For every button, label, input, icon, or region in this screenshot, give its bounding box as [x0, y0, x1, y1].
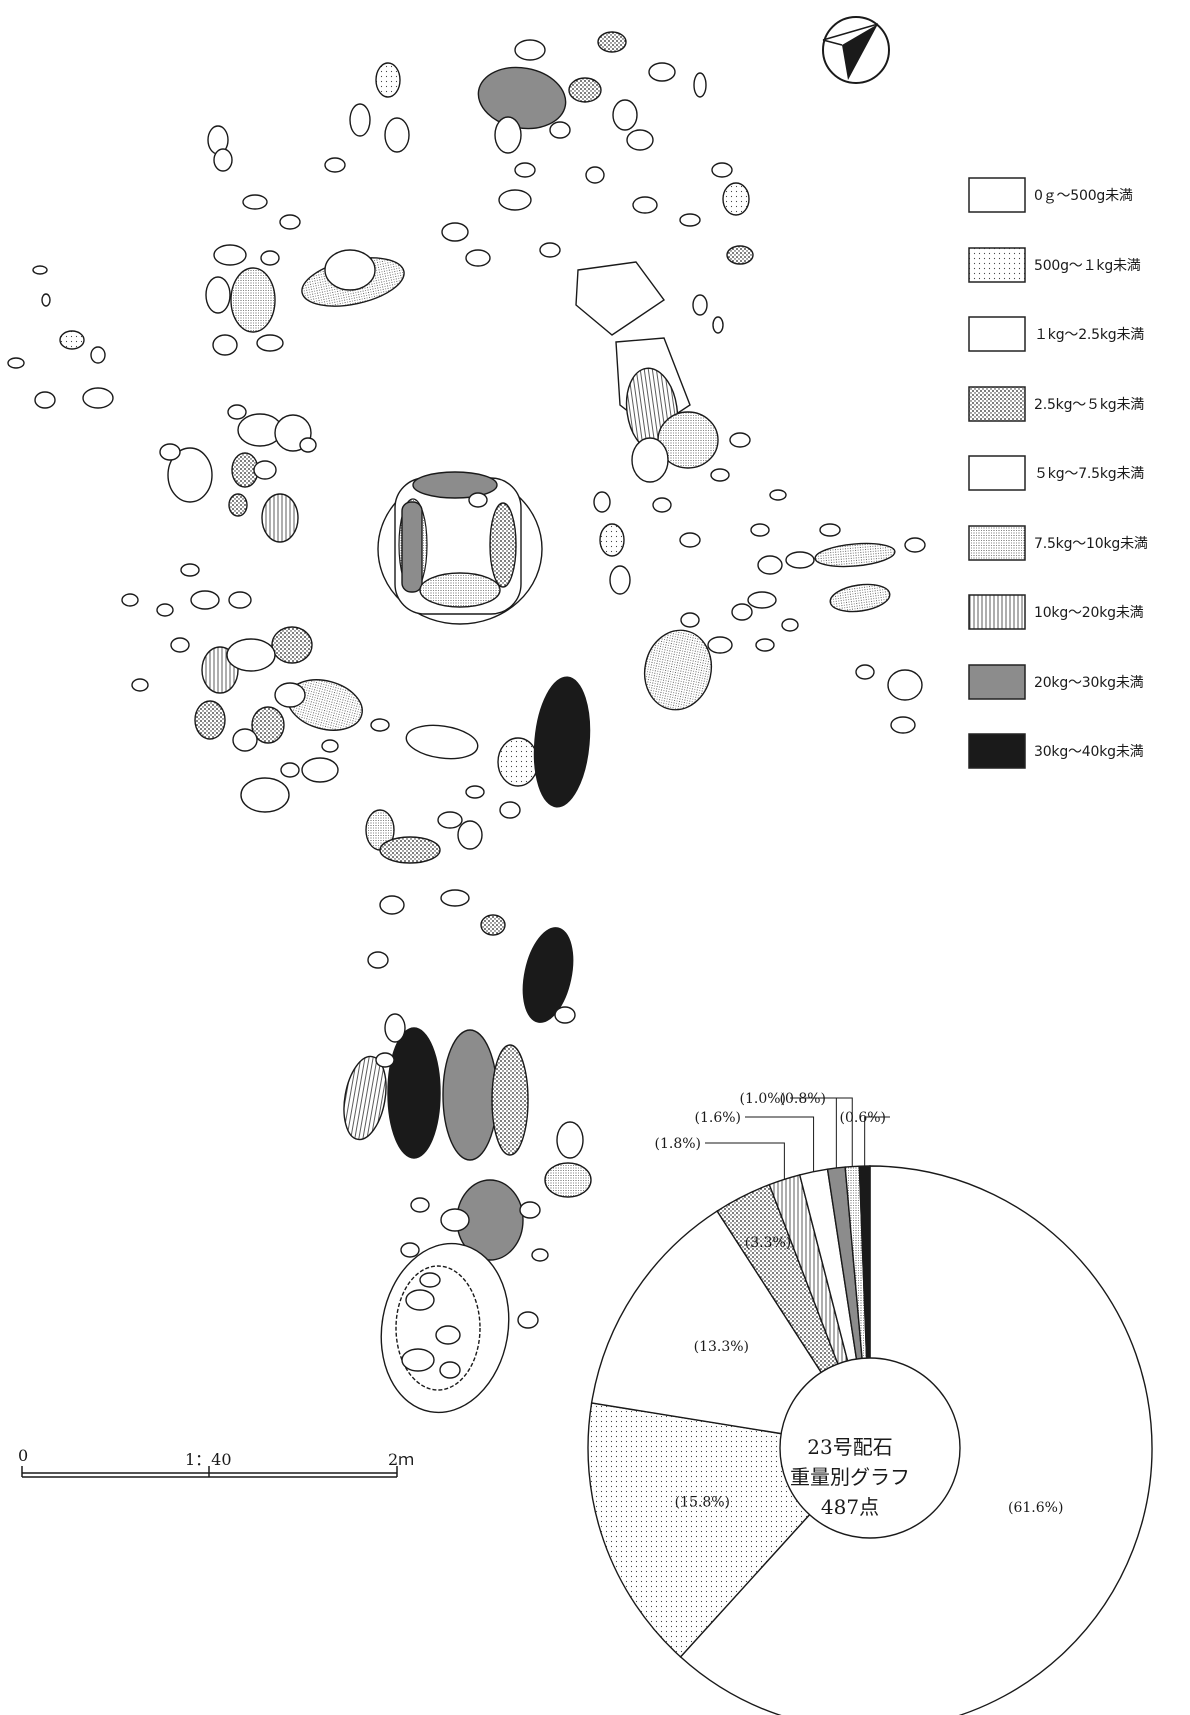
- legend-swatch: [968, 177, 1026, 213]
- pie-slice-label: (1.0%): [740, 1091, 787, 1107]
- legend-swatch: [968, 663, 1026, 700]
- pie-slice: [590, 1210, 872, 1449]
- pie-center-label: 23号配石 重量別グラフ 487点: [770, 1432, 930, 1522]
- pie-leader-line: [864, 1116, 890, 1167]
- legend-item: 20kg〜30kg未満: [968, 662, 1144, 702]
- legend-label: 0ｇ〜500g未満: [1034, 188, 1133, 204]
- stone-cluster: [7, 31, 926, 1414]
- legend-swatch: [968, 733, 1026, 769]
- weight-pie-chart: (61.6%) (15.8%) (13.3%) (3.3%) (1.8%) (1.6%) (…: [587, 1091, 1153, 1715]
- pie-slice-label: (0.6%): [840, 1110, 887, 1126]
- pie-slice-label: (1.6%): [695, 1110, 742, 1126]
- legend-swatch: [968, 316, 1026, 352]
- scale-end-label: 2ｍ: [388, 1450, 415, 1469]
- legend-swatch: [968, 246, 1026, 283]
- scale-ratio-label: 1：40: [185, 1450, 232, 1469]
- legend-item: 0ｇ〜500g未満: [968, 175, 1133, 215]
- pie-leader-line: [745, 1116, 815, 1172]
- pie-leader-line: [830, 1097, 853, 1167]
- legend-label: ５kg〜7.5kg未満: [1034, 466, 1145, 482]
- scale-bar-line: [21, 1466, 398, 1478]
- legend-label: 20kg〜30kg未満: [1034, 674, 1144, 691]
- pie-center-hole: [779, 1357, 961, 1539]
- pie-center-subtitle: 重量別グラフ: [790, 1465, 910, 1489]
- legend-item: １kg〜2.5kg未満: [968, 314, 1144, 354]
- pie-slice-label: (13.3%): [694, 1339, 749, 1355]
- pie-leader-line: [705, 1142, 785, 1180]
- legend-item: 500g〜１kg未満: [968, 245, 1141, 285]
- legend-item: 30kg〜40kg未満: [968, 731, 1144, 771]
- legend-label: 500g〜１kg未満: [1034, 257, 1141, 274]
- pie-slice-label: (61.6%): [1008, 1500, 1063, 1516]
- pie-slice-label: (0.8%): [780, 1091, 827, 1107]
- legend-label: １kg〜2.5kg未満: [1034, 327, 1145, 343]
- legend-label: 7.5kg〜10kg未満: [1034, 535, 1148, 552]
- legend-swatch: [968, 455, 1026, 491]
- scale-start-label: 0: [18, 1446, 29, 1465]
- legend-item: 7.5kg〜10kg未満: [968, 523, 1148, 563]
- pie-center-title: 23号配石: [807, 1435, 893, 1459]
- legend-swatch: [968, 385, 1026, 422]
- pie-slice-label: (3.3%): [745, 1235, 792, 1251]
- legend-swatch: [968, 524, 1026, 561]
- legend-item: 10kg〜20kg未満: [968, 592, 1144, 632]
- legend-label: 2.5kg〜５kg未満: [1034, 396, 1145, 413]
- north-arrow-icon: [822, 16, 890, 84]
- legend-item: 2.5kg〜５kg未満: [968, 384, 1144, 424]
- pie-center-count: 487点: [820, 1495, 880, 1519]
- pie-slice-label: (1.8%): [655, 1136, 702, 1152]
- legend-swatch: [968, 594, 1026, 630]
- legend-label: 30kg〜40kg未満: [1034, 744, 1144, 760]
- pie-slice-label: (15.8%): [675, 1495, 730, 1511]
- legend-item: ５kg〜7.5kg未満: [968, 453, 1144, 493]
- legend-label: 10kg〜20kg未満: [1034, 605, 1144, 621]
